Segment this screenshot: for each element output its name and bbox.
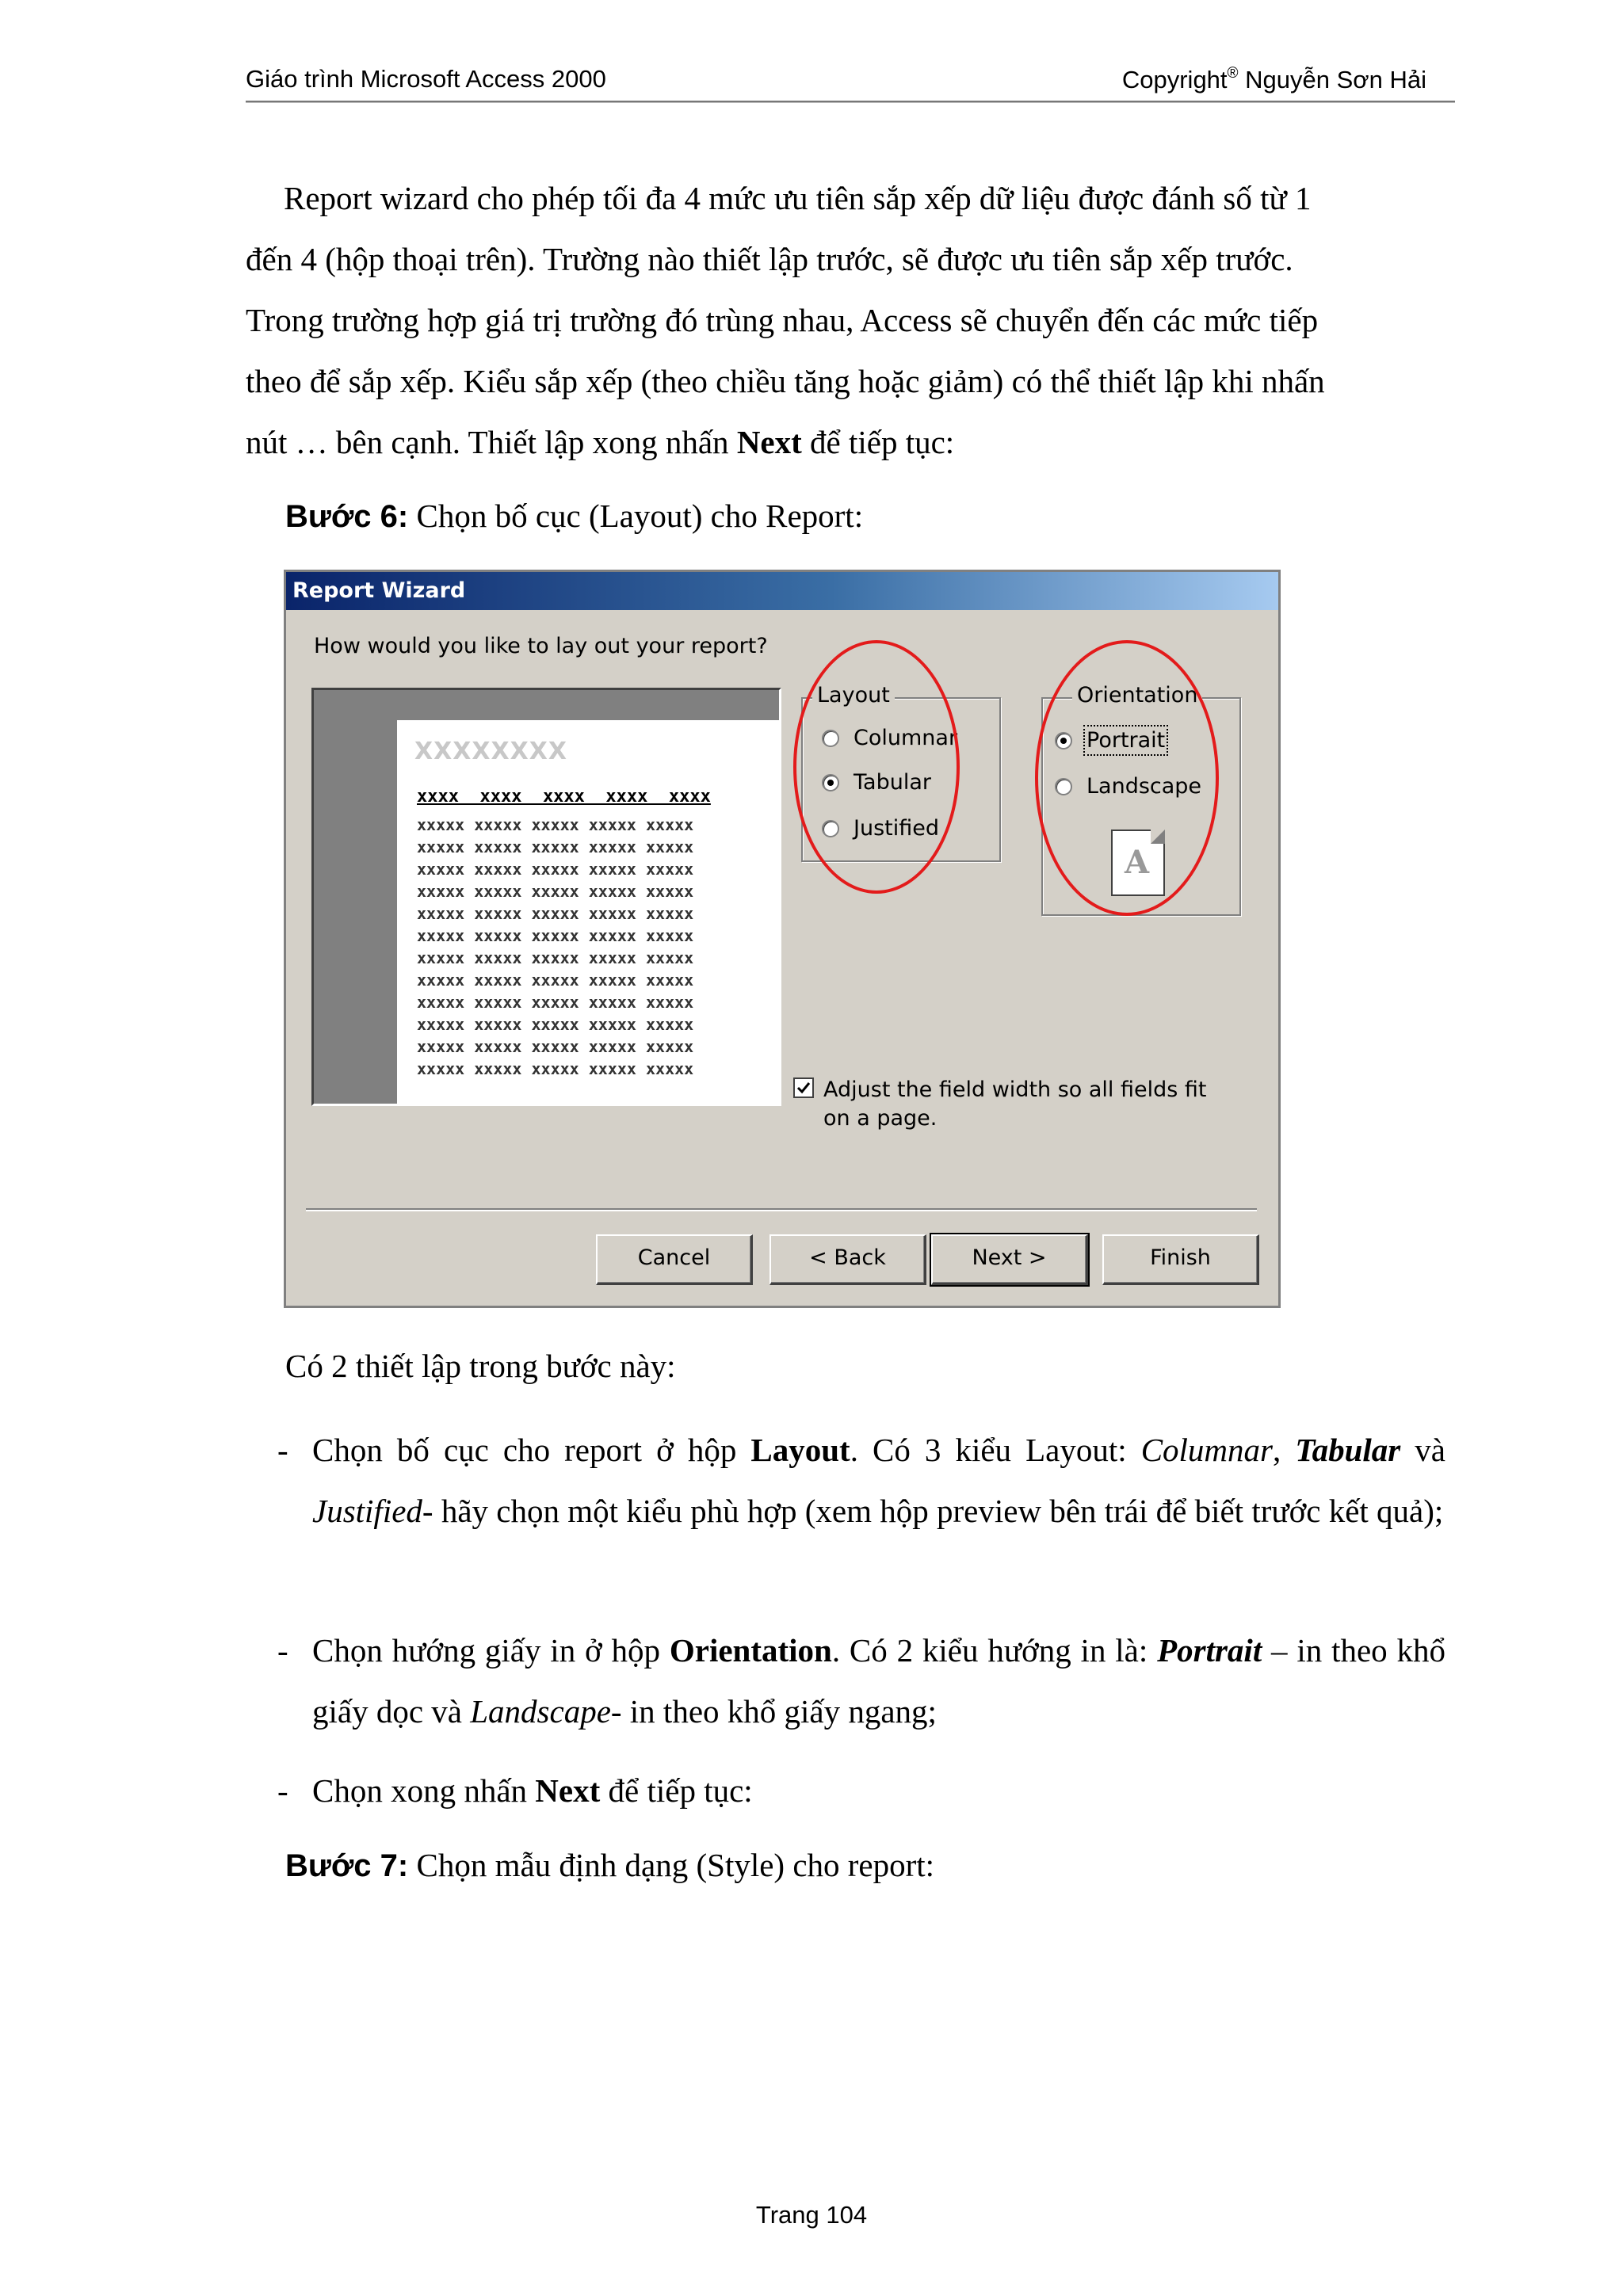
dialog-titlebar: Report Wizard xyxy=(286,572,1278,610)
copyright-author: Nguyễn Sơn Hải xyxy=(1238,66,1426,93)
bullet-text: Chọn xong nhấn Next để tiếp tục: xyxy=(312,1772,753,1809)
step-text: Chọn bố cục (Layout) cho Report: xyxy=(408,498,864,534)
step-text: Chọn mẫu định dạng (Style) cho report: xyxy=(408,1847,935,1883)
registered-mark: ® xyxy=(1227,65,1239,82)
bullet-orientation: - Chọn hướng giấy in ở hộp Orientation. … xyxy=(277,1620,1445,1742)
document-header-title: Giáo trình Microsoft Access 2000 xyxy=(246,65,606,93)
dialog-title: Report Wizard xyxy=(292,578,466,603)
step-label: Bước 7: xyxy=(285,1848,409,1883)
adjust-field-width-checkbox[interactable] xyxy=(793,1077,814,1098)
page-number: Trang 104 xyxy=(755,2201,868,2229)
bullet-layout: - Chọn bố cục cho report ở hộp Layout. C… xyxy=(277,1420,1445,1542)
preview-row: xxxxx xxxxx xxxxx xxxxx xxxxx xyxy=(417,1015,694,1034)
preview-rows: xxxxx xxxxx xxxxx xxxxx xxxxx xxxxx xxxx… xyxy=(417,814,693,1080)
preview-row: xxxxx xxxxx xxxxx xxxxx xxxxx xyxy=(417,837,694,856)
preview-header-row: xxxx xxxx xxxx xxxx xxxx xyxy=(417,787,711,807)
annotation-ellipse-layout xyxy=(793,640,960,894)
annotation-ellipse-orientation xyxy=(1035,640,1219,916)
intro-line: theo để sắp xếp. Kiểu sắp xếp (theo chiề… xyxy=(246,363,1325,399)
cancel-button[interactable]: Cancel xyxy=(596,1234,753,1285)
preview-row: xxxxx xxxxx xxxxx xxxxx xxxxx xyxy=(417,815,694,834)
settings-intro: Có 2 thiết lập trong bước này: xyxy=(285,1348,676,1384)
preview-row: xxxxx xxxxx xxxxx xxxxx xxxxx xyxy=(417,882,694,901)
intro-line-last: nút … bên cạnh. Thiết lập xong nhấn Next… xyxy=(246,424,955,460)
preview-row: xxxxx xxxxx xxxxx xxxxx xxxxx xyxy=(417,948,694,967)
report-wizard-dialog: Report Wizard How would you like to lay … xyxy=(284,570,1281,1308)
copyright-word: Copyright xyxy=(1121,66,1228,93)
document-header-copyright: Copyright® Nguyễn Sơn Hải xyxy=(1122,65,1426,94)
preview-page: XXXXXXXX xxxx xxxx xxxx xxxx xxxx xxxxx … xyxy=(397,720,779,1104)
intro-line: Report wizard cho phép tối đa 4 mức ưu t… xyxy=(284,180,1312,216)
bullet-text: Chọn hướng giấy in ở hộp Orientation. Có… xyxy=(312,1632,1445,1730)
intro-line: Trong trường hợp giá trị trường đó trùng… xyxy=(246,302,1319,338)
preview-row: xxxxx xxxxx xxxxx xxxxx xxxxx xyxy=(417,971,694,990)
preview-row: xxxxx xxxxx xxxxx xxxxx xxxxx xyxy=(417,993,694,1012)
step-7-heading: Bước 7: Chọn mẫu định dạng (Style) cho r… xyxy=(285,1846,934,1884)
finish-button[interactable]: Finish xyxy=(1102,1234,1259,1285)
step-label: Bước 6: xyxy=(285,499,409,534)
layout-preview: XXXXXXXX xxxx xxxx xxxx xxxx xxxx xxxxx … xyxy=(311,688,781,1106)
button-separator xyxy=(306,1208,1257,1211)
bullet-next: - Chọn xong nhấn Next để tiếp tục: xyxy=(277,1760,1445,1821)
preview-row: xxxxx xxxxx xxxxx xxxxx xxxxx xyxy=(417,926,694,945)
next-button[interactable]: Next > xyxy=(930,1233,1090,1287)
preview-title: XXXXXXXX xyxy=(414,738,568,765)
bullet-dash: - xyxy=(277,1632,288,1669)
checkmark-icon xyxy=(796,1082,811,1094)
preview-row: xxxxx xxxxx xxxxx xxxxx xxxxx xyxy=(417,860,694,879)
preview-row: xxxxx xxxxx xxxxx xxxxx xxxxx xyxy=(417,1059,694,1078)
preview-row: xxxxx xxxxx xxxxx xxxxx xxxxx xyxy=(417,1037,694,1056)
bullet-dash: - xyxy=(277,1432,288,1468)
bullet-text: Chọn bố cục cho report ở hộp Layout. Có … xyxy=(312,1432,1446,1529)
layout-question: How would you like to lay out your repor… xyxy=(314,634,768,658)
adjust-field-width-label: Adjust the field width so all fields fit… xyxy=(823,1077,1207,1131)
intro-paragraph: Report wizard cho phép tối đa 4 mức ưu t… xyxy=(246,168,1445,473)
bullet-dash: - xyxy=(277,1772,288,1809)
step-6-heading: Bước 6: Chọn bố cục (Layout) cho Report: xyxy=(285,497,863,535)
header-rule xyxy=(246,101,1455,103)
intro-line: đến 4 (hộp thoại trên). Trường nào thiết… xyxy=(246,241,1293,277)
preview-row: xxxxx xxxxx xxxxx xxxxx xxxxx xyxy=(417,904,694,923)
back-button[interactable]: < Back xyxy=(769,1234,926,1285)
